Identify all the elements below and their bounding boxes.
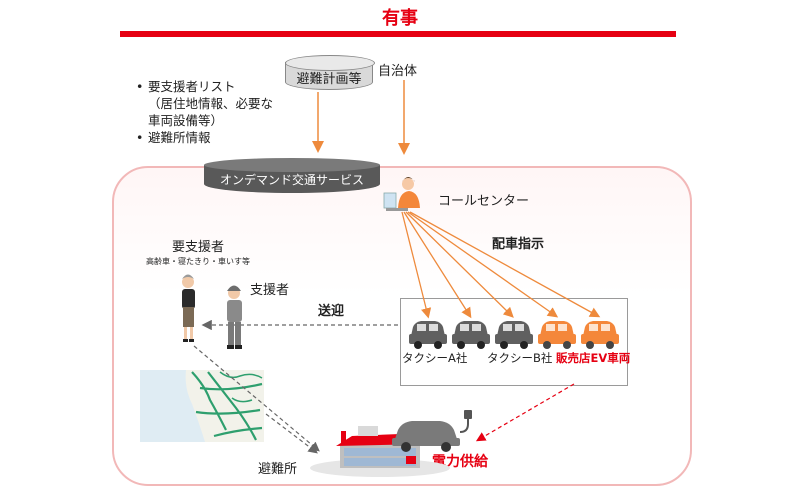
- municipality-label: 自治体: [378, 64, 418, 79]
- database-label: 避難計画等: [296, 72, 362, 87]
- car-icon-ev-1: [538, 321, 576, 349]
- pickup-label: 送迎: [318, 304, 345, 319]
- page-title: 有事: [382, 8, 418, 29]
- input-arrows: [312, 80, 410, 155]
- power-outlet-icon: [406, 456, 416, 464]
- call-center-label: コールセンター: [438, 194, 530, 209]
- evacuation-arrow-person: [193, 345, 320, 452]
- service-cylinder-top: [204, 158, 380, 172]
- elderly-person-icon: [182, 274, 195, 342]
- list-item: 要支援者リスト: [136, 78, 273, 95]
- operator-icon: [383, 177, 420, 211]
- title-underline: [120, 31, 676, 37]
- person-needing-support-label: 要支援者: [172, 240, 225, 255]
- shelter-label: 避難所: [258, 462, 298, 477]
- person-needing-support-note: 高齢車・寝たきり・車いす等: [146, 257, 250, 266]
- fleet-label-taxi-b: タクシーB社: [487, 351, 553, 365]
- service-label: オンデマンド交通サービス: [219, 173, 364, 187]
- ev-car-icon: [392, 410, 472, 452]
- dispatch-arrows: [401, 211, 601, 319]
- supporter-icon: [227, 285, 242, 349]
- dispatch-label: 配車指示: [492, 237, 545, 252]
- car-icon-taxi-b: [495, 321, 533, 349]
- ev-to-power-arrow: [475, 383, 575, 442]
- supporter-label: 支援者: [250, 283, 290, 298]
- evacuation-arrow-map: [265, 413, 318, 454]
- car-icon-taxi-a: [409, 321, 447, 349]
- fleet-label-ev: 販売店EV車両: [556, 351, 631, 365]
- car-icon-taxi-a-2: [452, 321, 490, 349]
- list-item-continuation: 車両設備等）: [148, 113, 224, 128]
- list-item: 避難所情報: [136, 129, 273, 146]
- database-cylinder-top: [285, 55, 375, 71]
- car-icon-ev-2: [581, 321, 619, 349]
- list-item-continuation: （居住地情報、必要な: [148, 96, 274, 111]
- fleet-label-taxi-a: タクシーA社: [402, 351, 468, 365]
- area-map: [140, 370, 264, 442]
- info-list: 要支援者リスト （居住地情報、必要な 車両設備等） 避難所情報: [136, 78, 273, 146]
